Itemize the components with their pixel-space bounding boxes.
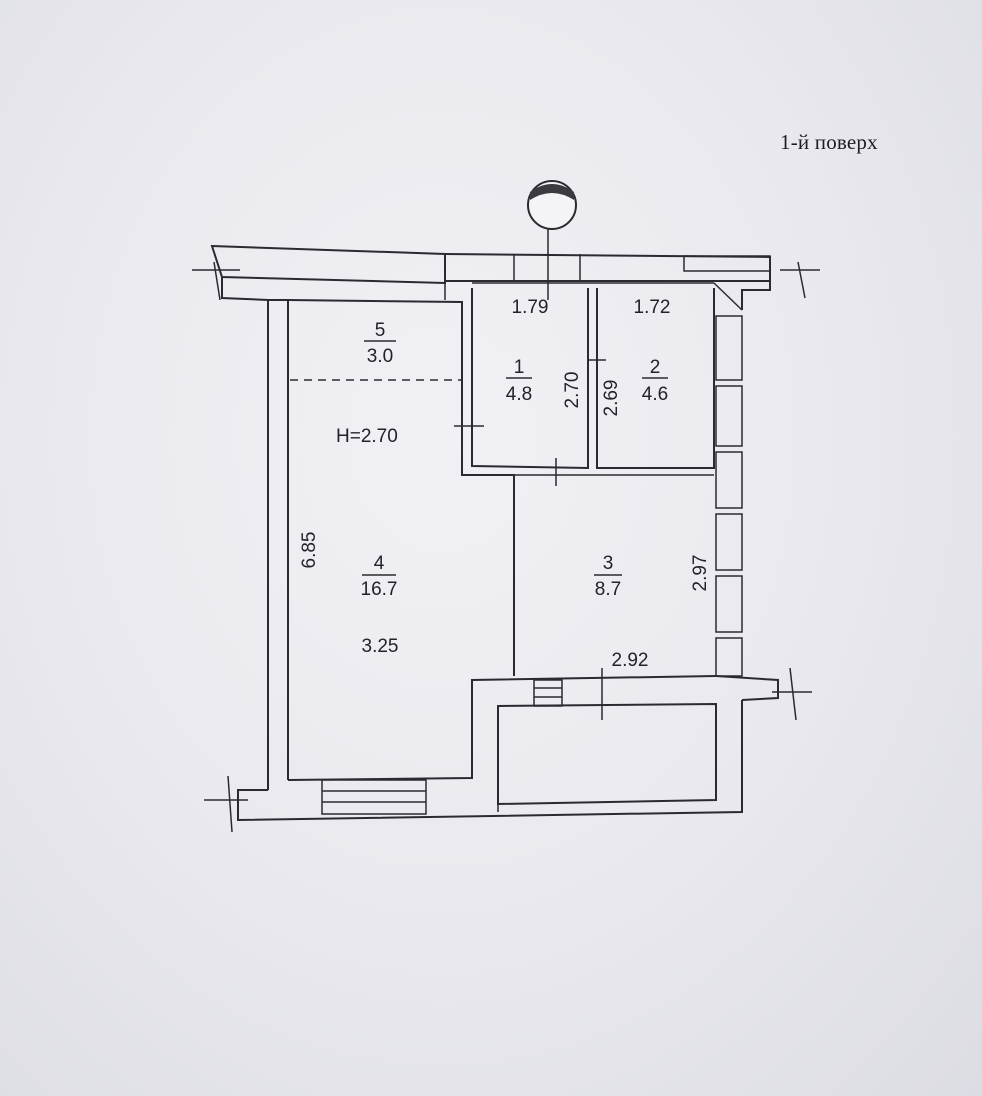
dim-room4-width: 3.25 bbox=[362, 636, 399, 657]
window-icon bbox=[715, 315, 743, 677]
room-5-area: 3.0 bbox=[367, 346, 393, 367]
room-3-area: 8.7 bbox=[595, 579, 621, 600]
exterior-walls bbox=[210, 244, 779, 822]
door-icon bbox=[454, 359, 606, 720]
dim-room2-length: 2.69 bbox=[601, 380, 622, 417]
axis-markers bbox=[192, 261, 820, 833]
room-5-number: 5 bbox=[375, 320, 386, 341]
interior-walls bbox=[287, 281, 743, 676]
dim-room4-length: 6.85 bbox=[299, 532, 320, 569]
dim-room3-width: 2.92 bbox=[612, 650, 649, 671]
dim-room3-length: 2.97 bbox=[690, 555, 711, 592]
dim-room2-width: 1.72 bbox=[634, 297, 671, 318]
room-3-number: 3 bbox=[603, 553, 614, 574]
room-4-area: 16.7 bbox=[361, 579, 398, 600]
floor-title: 1-й поверх bbox=[780, 130, 878, 154]
room-2-area: 4.6 bbox=[642, 384, 668, 405]
dim-room1-width: 1.79 bbox=[512, 297, 549, 318]
room-1-number: 1 bbox=[514, 357, 525, 378]
ceiling-height: H=2.70 bbox=[336, 426, 398, 447]
room-1-area: 4.8 bbox=[506, 384, 532, 405]
room-2-number: 2 bbox=[650, 357, 661, 378]
room-4-number: 4 bbox=[374, 553, 385, 574]
dim-room1-length: 2.70 bbox=[562, 372, 583, 409]
stair-icon bbox=[321, 779, 427, 815]
north-arrow-icon bbox=[527, 180, 577, 300]
